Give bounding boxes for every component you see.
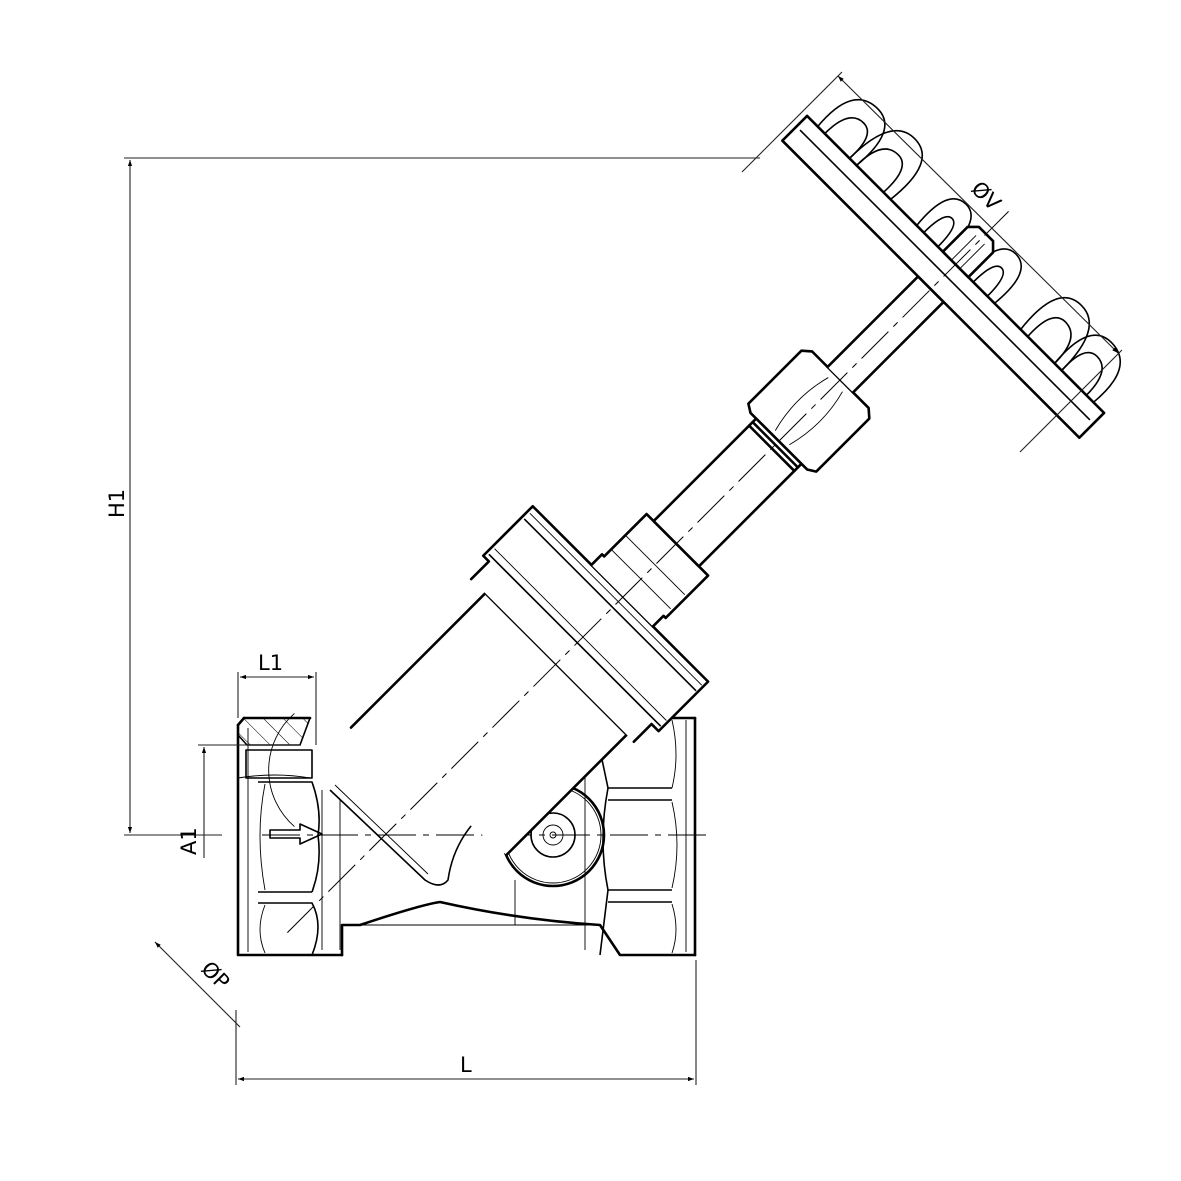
dim-label-h1: H1 [105,489,129,518]
dimension-lines [124,71,1123,1085]
dim-label-l: L [460,1053,472,1077]
dim-label-a1: A1 [177,827,201,855]
flow-arrow-icon [269,823,323,845]
dim-label-l1: L1 [258,651,283,675]
bonnet-assembly [268,99,1121,933]
dim-label-v: ØV [966,177,1005,216]
